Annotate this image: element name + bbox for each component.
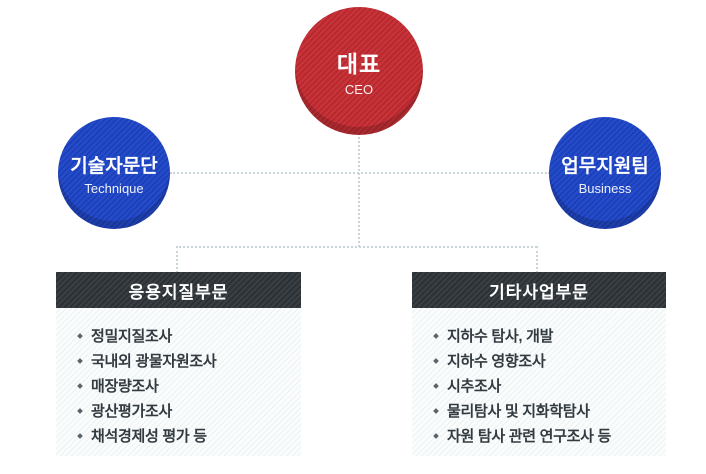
department-other-business: 기타사업부문 지하수 탐사, 개발 지하수 영향조사 시추조사 물리탐사 및 지…: [412, 272, 666, 456]
list-item-label: 정밀지질조사: [91, 328, 173, 345]
list-item: 정밀지질조사: [76, 323, 301, 348]
ceo-title: 대표: [336, 51, 382, 77]
list-item: 시추조사: [432, 373, 666, 398]
list-item-label: 광산평가조사: [91, 403, 173, 420]
bullet-icon: [77, 332, 83, 339]
department-header: 응용지질부문: [56, 272, 301, 308]
technique-node: 기술자문단 Technique: [58, 117, 170, 229]
list-item-label: 지하수 영향조사: [447, 353, 546, 370]
technique-title: 기술자문단: [70, 155, 158, 177]
list-item-label: 채석경제성 평가 등: [91, 428, 207, 445]
department-list: 정밀지질조사 국내외 광물자원조사 매장량조사 광산평가조사 채석경제성 평가 …: [76, 323, 301, 448]
connector-left-department-drop: [176, 246, 178, 273]
bullet-icon: [77, 382, 83, 389]
list-item-label: 지하수 탐사, 개발: [447, 328, 554, 345]
list-item-label: 자원 탐사 관련 연구조사 등: [447, 428, 611, 445]
list-item-label: 국내외 광물자원조사: [91, 353, 217, 370]
bullet-icon: [77, 432, 83, 439]
list-item: 매장량조사: [76, 373, 301, 398]
bullet-icon: [433, 432, 439, 439]
business-title: 업무지원팀: [561, 155, 649, 177]
department-header: 기타사업부문: [412, 272, 666, 308]
list-item: 광산평가조사: [76, 398, 301, 423]
connector-circles-horizontal: [170, 172, 550, 174]
technique-subtitle: Technique: [84, 180, 144, 196]
department-body: 지하수 탐사, 개발 지하수 영향조사 시추조사 물리탐사 및 지화학탐사 자원…: [412, 308, 666, 456]
list-item: 자원 탐사 관련 연구조사 등: [432, 423, 666, 448]
department-list: 지하수 탐사, 개발 지하수 영향조사 시추조사 물리탐사 및 지화학탐사 자원…: [432, 323, 666, 448]
bullet-icon: [433, 357, 439, 364]
connector-right-department-drop: [536, 246, 538, 273]
department-body: 정밀지질조사 국내외 광물자원조사 매장량조사 광산평가조사 채석경제성 평가 …: [56, 308, 301, 456]
ceo-node: 대표 CEO: [295, 7, 423, 135]
list-item-label: 시추조사: [447, 378, 502, 395]
list-item-label: 물리탐사 및 지화학탐사: [447, 403, 590, 420]
ceo-subtitle: CEO: [344, 82, 374, 97]
bullet-icon: [433, 332, 439, 339]
bullet-icon: [433, 382, 439, 389]
bullet-icon: [77, 357, 83, 364]
list-item: 국내외 광물자원조사: [76, 348, 301, 373]
business-subtitle: Business: [578, 180, 632, 196]
bullet-icon: [77, 407, 83, 414]
connector-ceo-vertical: [358, 137, 360, 247]
list-item: 지하수 탐사, 개발: [432, 323, 666, 348]
connector-departments-horizontal: [176, 246, 537, 248]
list-item-label: 매장량조사: [91, 378, 159, 395]
department-applied-geology: 응용지질부문 정밀지질조사 국내외 광물자원조사 매장량조사 광산평가조사 채석…: [56, 272, 301, 456]
list-item: 물리탐사 및 지화학탐사: [432, 398, 666, 423]
bullet-icon: [433, 407, 439, 414]
list-item: 지하수 영향조사: [432, 348, 666, 373]
list-item: 채석경제성 평가 등: [76, 423, 301, 448]
business-node: 업무지원팀 Business: [549, 117, 661, 229]
